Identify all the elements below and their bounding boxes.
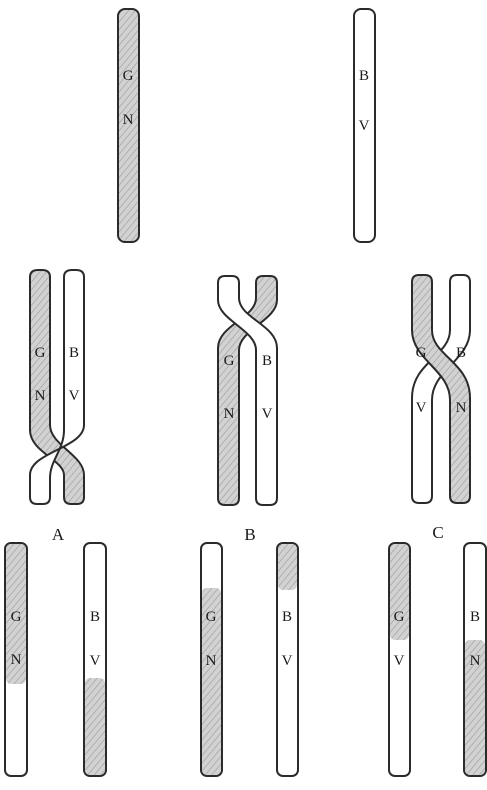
gene-label: G: [416, 345, 427, 361]
gene-label: B: [69, 345, 79, 361]
parent-chromosome-shaded: G N: [118, 9, 139, 242]
gene-label: V: [69, 388, 80, 404]
gene-label: N: [35, 388, 46, 404]
pair-c: G V B N C: [412, 275, 470, 542]
result-b-right-chromosome: B V: [277, 543, 298, 776]
gene-label: N: [224, 406, 235, 422]
gene-label: V: [359, 118, 370, 134]
gene-label: G: [224, 353, 235, 369]
result-a-right-chromosome: B V: [84, 543, 106, 776]
pair-b: G N B V B: [218, 276, 277, 544]
gene-label: V: [90, 653, 101, 669]
result-b-left-chromosome: G N: [201, 543, 222, 776]
pair-caption: B: [244, 525, 255, 544]
gene-label: N: [470, 653, 481, 669]
gene-label: V: [262, 406, 273, 422]
gene-label: G: [394, 609, 405, 625]
gene-label: N: [123, 112, 134, 128]
gene-label: G: [11, 609, 22, 625]
gene-label: V: [394, 653, 405, 669]
pair-caption: A: [52, 525, 65, 544]
gene-label: B: [470, 609, 480, 625]
gene-label: B: [262, 353, 272, 369]
gene-label: N: [11, 652, 22, 668]
gene-label: G: [35, 345, 46, 361]
result-c-right-chromosome: B N: [464, 543, 486, 776]
result-a-left-chromosome: G N: [5, 543, 27, 776]
gene-label: B: [456, 345, 466, 361]
gene-label: B: [359, 68, 369, 84]
result-c-left-chromosome: G V: [389, 543, 410, 776]
gene-label: B: [282, 609, 292, 625]
pair-caption: C: [432, 523, 443, 542]
gene-label: V: [282, 653, 293, 669]
gene-label: G: [123, 68, 134, 84]
gene-label: B: [90, 609, 100, 625]
gene-label: V: [416, 400, 427, 416]
pair-a: G N B V A: [30, 270, 84, 544]
gene-label: G: [206, 609, 217, 625]
gene-label: N: [456, 400, 467, 416]
gene-label: N: [206, 653, 217, 669]
parent-chromosome-plain: B V: [354, 9, 375, 242]
